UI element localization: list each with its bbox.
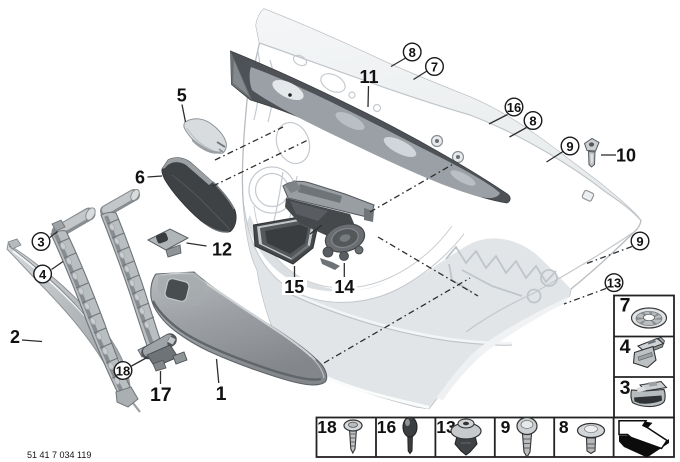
- svg-text:4: 4: [620, 336, 631, 358]
- svg-text:13: 13: [607, 275, 621, 290]
- svg-text:8: 8: [409, 45, 416, 60]
- svg-text:8: 8: [529, 113, 536, 128]
- svg-text:8: 8: [559, 417, 569, 437]
- svg-text:12: 12: [212, 240, 232, 260]
- svg-text:2: 2: [10, 327, 20, 347]
- svg-text:17: 17: [150, 384, 172, 406]
- svg-text:18: 18: [116, 363, 130, 378]
- svg-text:4: 4: [39, 267, 47, 282]
- svg-text:1: 1: [216, 383, 227, 405]
- svg-text:7: 7: [620, 295, 631, 317]
- svg-text:14: 14: [334, 277, 354, 297]
- svg-text:15: 15: [284, 277, 304, 297]
- svg-text:9: 9: [501, 417, 511, 437]
- svg-text:18: 18: [317, 417, 337, 437]
- svg-text:16: 16: [507, 100, 521, 115]
- svg-text:5: 5: [177, 86, 187, 106]
- svg-text:9: 9: [636, 234, 643, 249]
- svg-text:3: 3: [37, 234, 44, 249]
- svg-text:51 41 7 034 119: 51 41 7 034 119: [27, 450, 91, 460]
- svg-text:7: 7: [431, 59, 438, 74]
- svg-text:9: 9: [566, 139, 573, 154]
- svg-text:6: 6: [135, 168, 145, 188]
- svg-text:10: 10: [616, 146, 636, 166]
- svg-text:11: 11: [359, 67, 378, 87]
- svg-text:3: 3: [620, 377, 631, 399]
- svg-text:16: 16: [377, 417, 397, 437]
